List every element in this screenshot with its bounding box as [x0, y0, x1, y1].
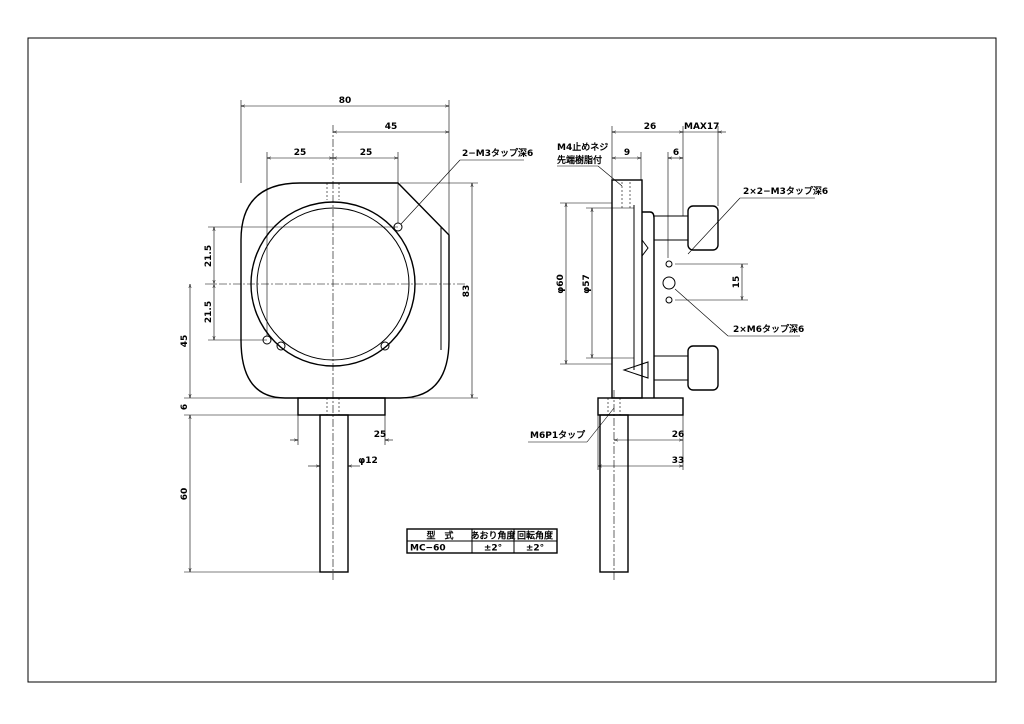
dim-80: 80	[339, 96, 352, 106]
dim-45: 45	[385, 122, 398, 132]
dim-45-height: 45	[180, 335, 190, 348]
dim-26-top: 26	[644, 122, 657, 132]
dim-25-post: 25	[374, 430, 387, 440]
label-2-m3-tap: 2−M3タップ深6	[462, 147, 533, 159]
table-header-rotation: 回転角度	[517, 530, 554, 542]
dim-60: 60	[180, 488, 190, 501]
dim-21-5-bottom: 21.5	[204, 301, 214, 323]
table-cell-rotation: ±2°	[526, 544, 544, 554]
drawing-frame	[27, 37, 997, 683]
label-2x2-m3-tap: 2×2−M3タップ深6	[743, 185, 828, 197]
dim-21-5-top: 21.5	[204, 245, 214, 267]
dim-33: 33	[672, 456, 685, 466]
table-cell-model: MC−60	[410, 544, 446, 554]
side-view: 26 MAX17 9 6 M4止めネジ 先端樹脂付 φ60 φ57 15 2×2…	[528, 122, 828, 580]
label-m6p1-tap: M6P1タップ	[530, 429, 586, 441]
dim-83: 83	[462, 285, 472, 298]
dim-max17: MAX17	[684, 122, 719, 132]
dim-26-base: 26	[672, 430, 685, 440]
dim-phi57: φ57	[582, 274, 592, 294]
dim-25-left: 25	[294, 148, 307, 158]
table-header-model: 型 式	[426, 530, 453, 542]
dim-9: 9	[624, 148, 630, 158]
label-m4-set-screw: M4止めネジ	[557, 141, 608, 153]
table-cell-tilt: ±2°	[484, 544, 502, 554]
label-2x-m6-tap: 2×M6タップ深6	[733, 323, 804, 335]
dim-15: 15	[732, 276, 742, 289]
dim-phi60: φ60	[556, 274, 566, 294]
label-resin-tip: 先端樹脂付	[557, 154, 602, 166]
dim-phi12: φ12	[358, 456, 378, 466]
dim-6: 6	[180, 404, 190, 410]
dim-6-side: 6	[673, 148, 679, 158]
table-header-tilt: あおり角度	[470, 530, 516, 542]
dim-25-right: 25	[360, 148, 373, 158]
spec-table: 型 式 あおり角度 回転角度 MC−60 ±2° ±2°	[406, 528, 558, 554]
front-view: 80 45 25 25 21.5 21.5 45 6 60 83 25 φ12 …	[180, 96, 533, 580]
